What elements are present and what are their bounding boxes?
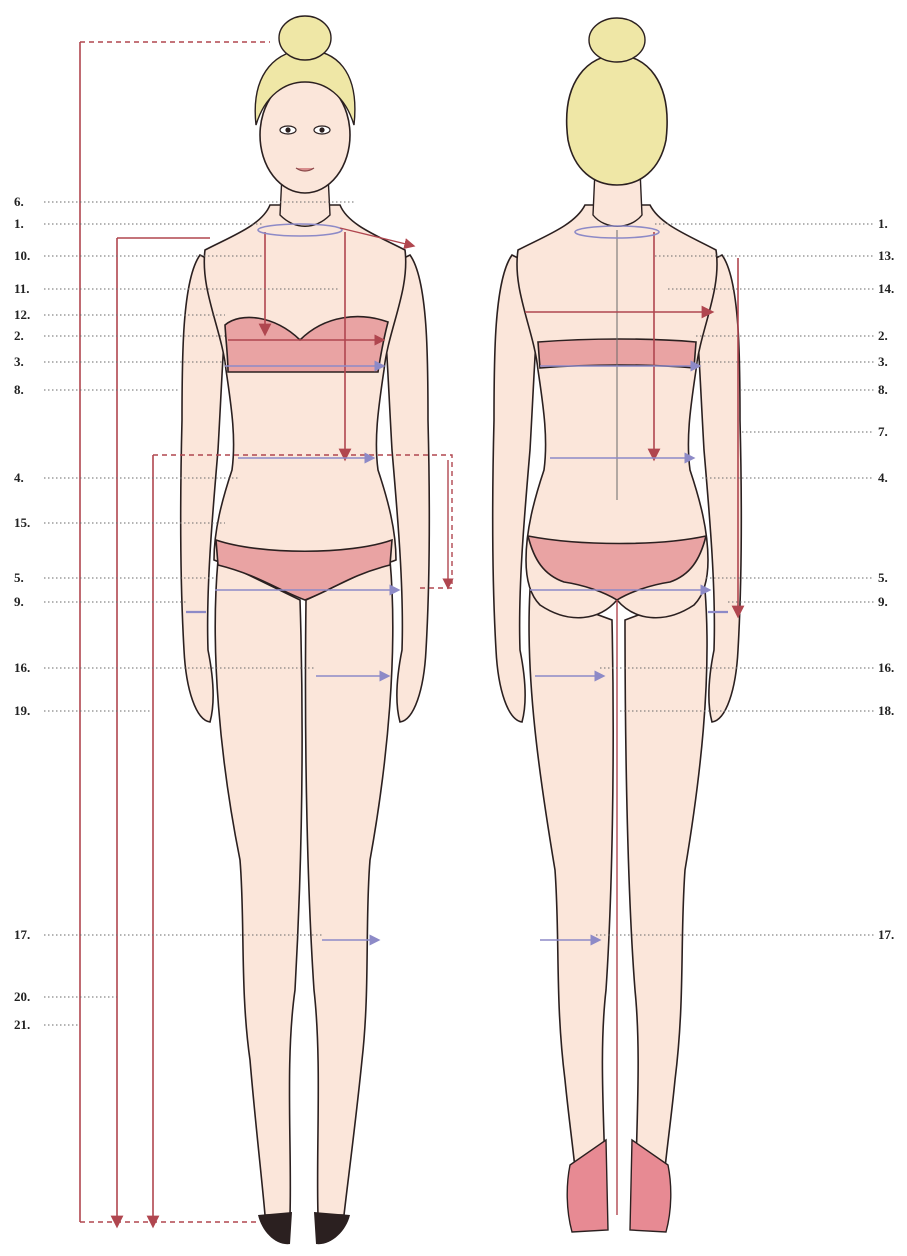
back-measure-label: 5.: [878, 571, 888, 585]
front-measure-label: 17.: [14, 928, 30, 942]
back-measure-label: 1.: [878, 217, 888, 231]
back-measure-label: 8.: [878, 383, 888, 397]
front-measure-label: 10.: [14, 249, 30, 263]
back-right-leg: [625, 590, 707, 1200]
back-measure-label: 4.: [878, 471, 888, 485]
back-measure-label: 9.: [878, 595, 888, 609]
front-figure: [181, 16, 430, 1244]
front-measure-label: 11.: [14, 282, 30, 296]
back-measure-label: 13.: [878, 249, 894, 263]
front-measure-label: 21.: [14, 1018, 30, 1032]
back-measure-label: 3.: [878, 355, 888, 369]
front-measure-label: 16.: [14, 661, 30, 675]
back-measure-label: 17.: [878, 928, 894, 942]
front-measure-label: 5.: [14, 571, 24, 585]
front-measure-label: 2.: [14, 329, 24, 343]
front-right-leg: [305, 560, 392, 1215]
back-measure-label: 7.: [878, 425, 888, 439]
front-measure-label: 8.: [14, 383, 24, 397]
back-hair: [567, 55, 667, 185]
front-left-shoe: [258, 1212, 292, 1244]
front-measure-label: 20.: [14, 990, 30, 1004]
front-measure-label: 6.: [14, 195, 24, 209]
front-left-leg: [215, 560, 302, 1215]
front-measure-label: 3.: [14, 355, 24, 369]
back-left-leg: [529, 590, 613, 1200]
front-measure-label: 15.: [14, 516, 30, 530]
back-measure-label: 16.: [878, 661, 894, 675]
front-measure-label: 1.: [14, 217, 24, 231]
back-measure-label: 14.: [878, 282, 894, 296]
front-measure-label: 9.: [14, 595, 24, 609]
leader-lines: [44, 202, 874, 1025]
front-measure-label: 12.: [14, 308, 30, 322]
back-hair-bun: [589, 18, 645, 62]
front-measure-label: 4.: [14, 471, 24, 485]
front-torso: [204, 205, 405, 571]
front-hair-bun: [279, 16, 331, 60]
front-measure-label: 19.: [14, 704, 30, 718]
back-measure-label: 18.: [878, 704, 894, 718]
back-measure-label: 2.: [878, 329, 888, 343]
front-right-shoe: [314, 1212, 350, 1244]
